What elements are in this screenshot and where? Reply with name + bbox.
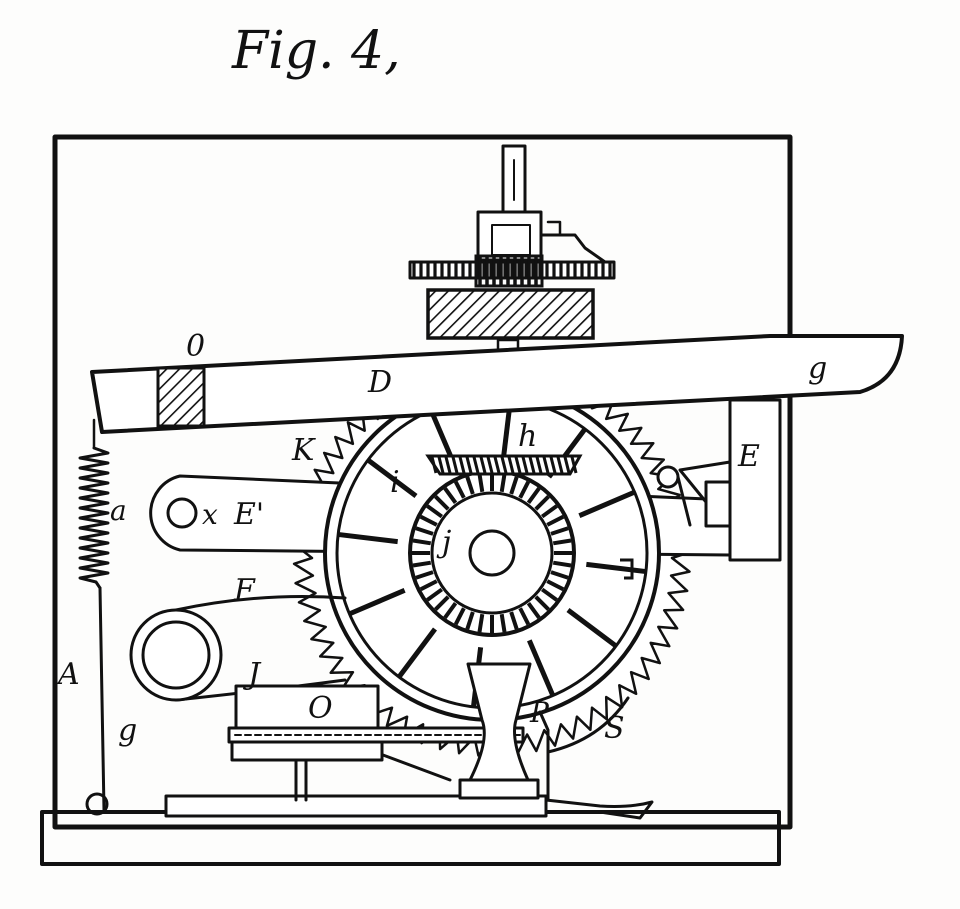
label-g-left: g — [118, 713, 137, 748]
label-o: O — [308, 691, 333, 726]
belt-and-pulley — [129, 595, 347, 702]
top-gear — [408, 254, 616, 288]
label-a-rod: A — [55, 657, 80, 692]
label-f: F — [233, 573, 256, 608]
spring-a — [78, 418, 110, 816]
reference-labels: D g 0 K h i j E E' x a F A g J O P S — [55, 329, 827, 748]
label-g-top: g — [808, 351, 827, 386]
table-d — [90, 334, 904, 434]
label-k: K — [291, 433, 316, 468]
label-i: i — [390, 465, 400, 500]
label-e: E — [737, 439, 760, 474]
label-p: P — [529, 696, 550, 729]
label-o-top: 0 — [186, 329, 205, 364]
label-x: x — [202, 498, 218, 531]
label-a: a — [110, 494, 127, 527]
figure-title: Fig. 4, — [231, 21, 401, 81]
bracket-e — [656, 398, 782, 562]
label-e-prime: E' — [233, 497, 264, 532]
wheel — [323, 384, 661, 722]
label-d: D — [367, 365, 392, 400]
label-h: h — [518, 419, 537, 454]
label-s: S — [604, 711, 625, 746]
base-assembly — [164, 662, 654, 820]
hatched-collar — [426, 288, 595, 340]
